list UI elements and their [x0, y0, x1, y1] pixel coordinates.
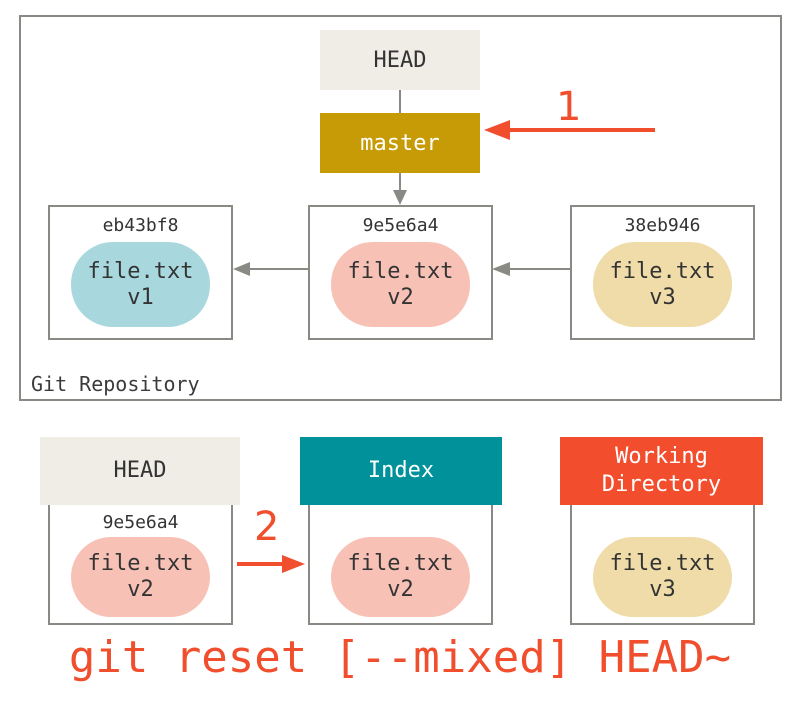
- file-name: file.txt: [347, 258, 454, 284]
- file-version: v3: [649, 577, 676, 602]
- repository-label: Git Repository: [31, 372, 200, 396]
- working-directory-title-line1: Working: [615, 444, 708, 469]
- step2-arrowhead: [282, 555, 305, 573]
- file-version: v2: [127, 577, 154, 602]
- file-version: v3: [649, 284, 676, 310]
- file-blob: file.txt v2: [71, 537, 210, 617]
- commit2-to-commit1-arrowhead: [233, 262, 250, 276]
- commit-node: eb43bf8 file.txt v1: [48, 205, 233, 340]
- file-blob: file.txt v2: [331, 242, 470, 327]
- master-to-commit-arrowhead: [393, 190, 407, 205]
- file-version: v2: [387, 577, 414, 602]
- step1-arrowhead: [484, 120, 510, 140]
- head-tree-box: 9e5e6a4 file.txt v2: [48, 490, 233, 625]
- file-blob: file.txt v1: [71, 242, 210, 327]
- commit3-to-commit2-arrowhead: [492, 262, 510, 276]
- file-blob: file.txt v3: [593, 242, 732, 327]
- commit-hash: 9e5e6a4: [362, 215, 439, 236]
- commit-hash: eb43bf8: [102, 215, 179, 236]
- file-name: file.txt: [609, 551, 716, 576]
- reset-command: git reset [--mixed] HEAD~: [68, 632, 732, 683]
- working-directory-box: file.txt v3: [570, 490, 755, 625]
- working-directory-title-line2: Directory: [601, 472, 722, 497]
- head-pointer: HEAD: [320, 30, 480, 90]
- step2-label: 2: [254, 504, 280, 550]
- commit-node: 9e5e6a4 file.txt v2: [308, 205, 493, 340]
- commit-node: 38eb946 file.txt v3: [570, 205, 755, 340]
- file-name: file.txt: [347, 551, 454, 576]
- index-tree-box: file.txt v2: [308, 490, 493, 625]
- file-version: v2: [387, 284, 414, 310]
- step1-label: 1: [556, 84, 582, 130]
- head-tree-header: HEAD: [40, 437, 240, 505]
- file-name: file.txt: [87, 258, 194, 284]
- file-version: v1: [127, 284, 154, 310]
- master-branch: master: [320, 113, 480, 173]
- file-name: file.txt: [87, 551, 194, 576]
- git-repository-frame: [19, 15, 782, 401]
- file-blob: file.txt v2: [331, 537, 470, 617]
- index-header: Index: [300, 437, 502, 505]
- commit-hash: 38eb946: [624, 215, 701, 236]
- file-name: file.txt: [609, 258, 716, 284]
- file-blob: file.txt v3: [593, 537, 732, 617]
- working-directory-header: Working Directory: [560, 437, 763, 505]
- head-tree-hash: 9e5e6a4: [102, 512, 179, 533]
